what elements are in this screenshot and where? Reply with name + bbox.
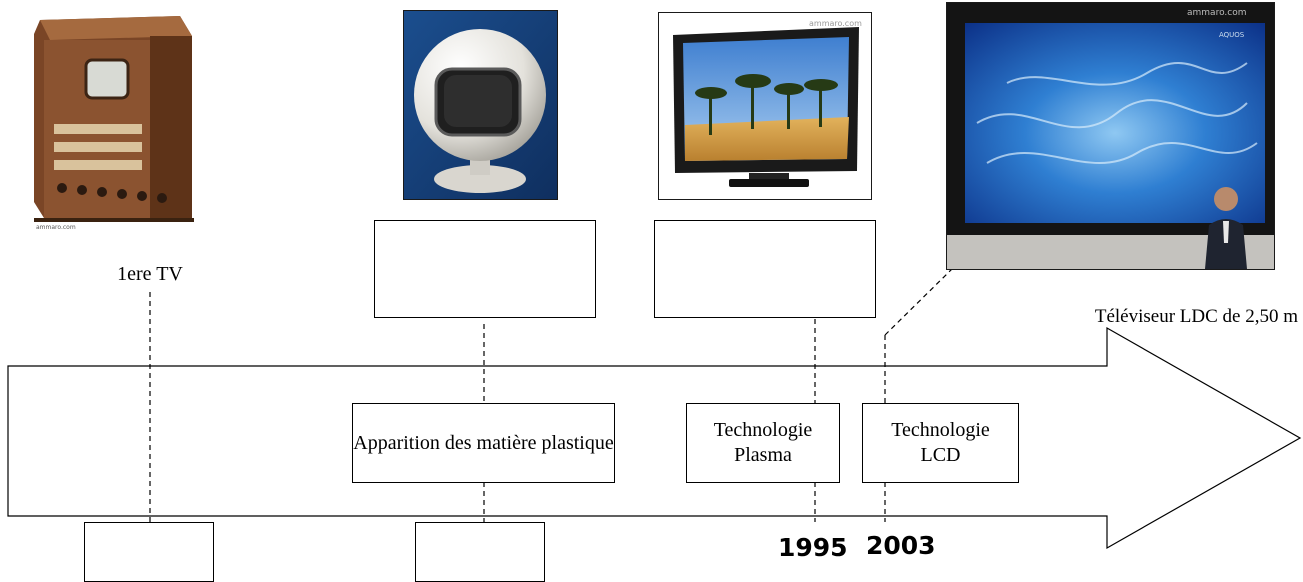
svg-text:ammaro.com: ammaro.com <box>36 224 76 231</box>
empty-box-plasma <box>654 220 876 318</box>
empty-box-plastique <box>374 220 596 318</box>
svg-text:ammaro.com: ammaro.com <box>1187 8 1247 18</box>
photo-plasma-tv: ammaro.com <box>658 12 872 200</box>
connector-lcd-photo <box>884 267 954 336</box>
milestone-lcd-text: Technologie LCD <box>891 419 990 466</box>
milestone-plastique-text: Apparition des matière plastique <box>353 431 614 454</box>
timeline-arrow <box>7 267 1302 550</box>
empty-box-bottom-2 <box>415 522 545 582</box>
year-1995: 1995 <box>778 533 848 562</box>
year-2003: 2003 <box>866 531 936 560</box>
photo-first-tv: ammaro.com <box>30 6 200 232</box>
caption-1ere-tv: 1ere TV <box>117 263 183 285</box>
svg-text:AQUOS: AQUOS <box>1219 31 1245 39</box>
milestone-plastique: Apparition des matière plastique <box>352 403 615 483</box>
photo-plastic-tv <box>403 10 558 200</box>
caption-lcd-photo: Téléviseur LDC de 2,50 m <box>1094 306 1298 327</box>
svg-text:ammaro.com: ammaro.com <box>809 19 862 28</box>
empty-box-bottom-1 <box>84 522 214 582</box>
milestone-lcd: Technologie LCD <box>862 403 1019 483</box>
milestone-plasma-text: Technologie Plasma <box>713 419 813 466</box>
photo-lcd-tv: ammaro.com AQUOS <box>946 2 1275 270</box>
milestone-plasma: Technologie Plasma <box>686 403 840 483</box>
